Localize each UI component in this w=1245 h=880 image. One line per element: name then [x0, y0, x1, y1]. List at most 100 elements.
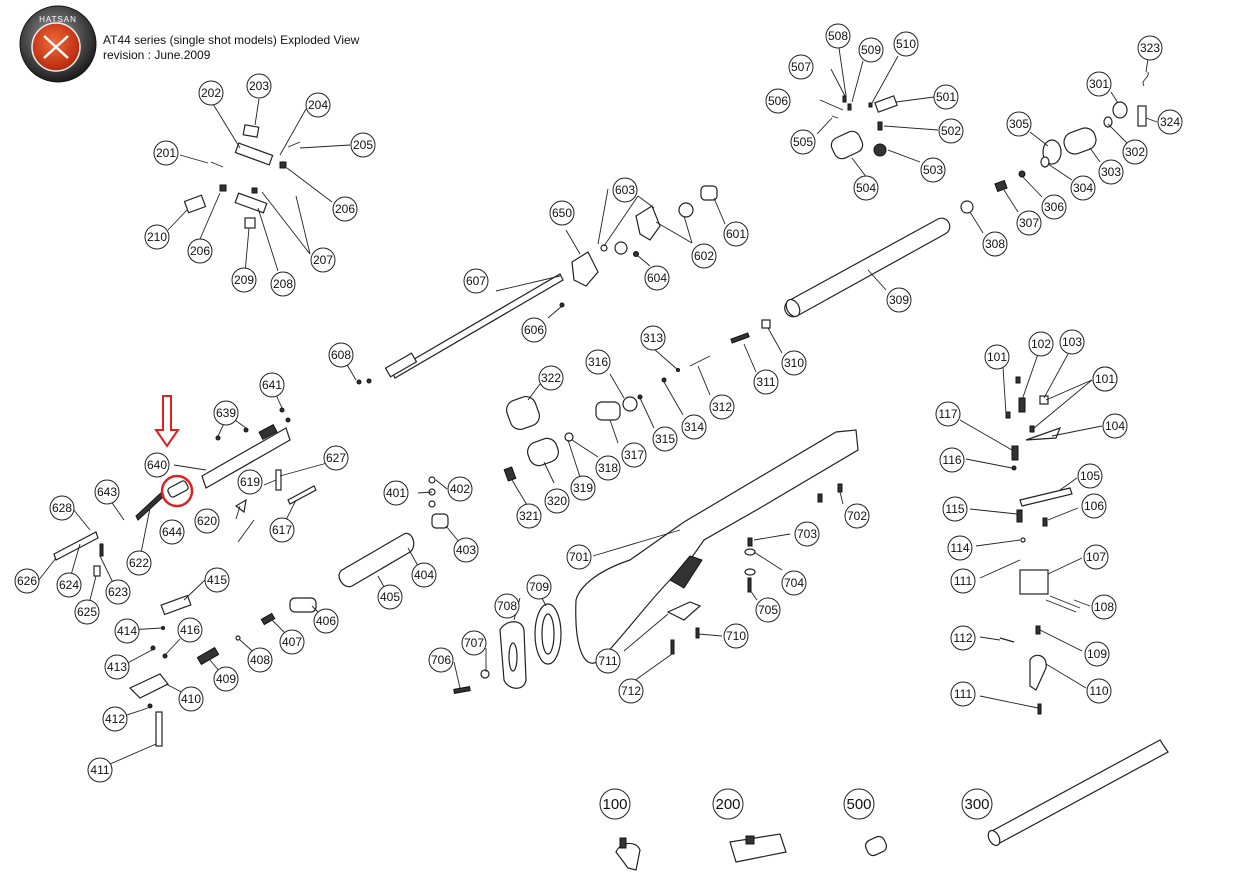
- part-number-label: 322: [541, 371, 561, 385]
- part-number-label: 409: [216, 672, 236, 686]
- part-number-label: 704: [784, 576, 804, 590]
- part-callout-415: 415: [204, 567, 230, 593]
- part-number-label: 112: [953, 631, 972, 645]
- callout-circle: [377, 584, 403, 610]
- part-number-label: 313: [643, 331, 663, 345]
- callout-circle: [712, 788, 744, 820]
- part-callout-413: 413: [104, 654, 130, 680]
- part-number-label: 114: [950, 541, 969, 555]
- part-callout-109: 109: [1084, 641, 1110, 667]
- part-number-label: 412: [105, 712, 125, 726]
- callout-circle: [521, 317, 547, 343]
- part-callout-312: 312: [709, 394, 735, 420]
- part-callout-405: 405: [377, 584, 403, 610]
- part-callout-640: 640: [144, 452, 170, 478]
- callout-circle: [328, 342, 354, 368]
- hatsan-logo: HATSAN: [19, 5, 97, 83]
- callout-circle: [755, 597, 781, 623]
- callout-circle: [723, 221, 749, 247]
- part-number-label: 706: [431, 653, 451, 667]
- callout-circle: [178, 686, 204, 712]
- part-callout-114: 114: [947, 535, 973, 561]
- part-number-label: 644: [162, 525, 182, 539]
- part-number-label: 110: [1089, 684, 1108, 698]
- part-number-label: 312: [712, 400, 732, 414]
- part-callout-323: 323: [1137, 35, 1163, 61]
- highlight-arrow-icon: [154, 395, 180, 448]
- part-callout-102: 102: [1028, 331, 1054, 357]
- part-number-label: 705: [758, 603, 778, 617]
- part-callout-403: 403: [453, 537, 479, 563]
- callout-circle: [781, 350, 807, 376]
- trigger-assembly-100-icon: [615, 837, 641, 871]
- assembly-callout-300: 300: [961, 788, 993, 820]
- part-callout-318: 318: [595, 455, 621, 481]
- callout-circle: [920, 157, 946, 183]
- part-number-label: 103: [1062, 335, 1082, 349]
- callout-circle: [1102, 413, 1128, 439]
- callout-circle: [938, 118, 964, 144]
- callout-circle: [538, 365, 564, 391]
- part-number-label: 304: [1073, 181, 1093, 195]
- part-callout-210: 210: [144, 224, 170, 250]
- part-callout-606: 606: [521, 317, 547, 343]
- part-number-label: 405: [380, 590, 400, 604]
- part-callout-111: 111: [950, 568, 976, 594]
- callout-circle: [950, 681, 976, 707]
- part-number-label: 208: [273, 277, 293, 291]
- callout-circle: [950, 568, 976, 594]
- callout-circle: [94, 479, 120, 505]
- callout-circle: [1041, 194, 1067, 220]
- part-number-label: 643: [97, 485, 117, 499]
- part-number-label: 303: [1101, 165, 1121, 179]
- part-callout-116: 116: [939, 447, 965, 473]
- part-number-label: 321: [519, 509, 539, 523]
- part-number-label: 111: [954, 687, 973, 701]
- part-number-label: 316: [588, 355, 608, 369]
- part-callout-112: 112: [950, 625, 976, 651]
- callout-circle: [204, 567, 230, 593]
- part-callout-314: 314: [681, 414, 707, 440]
- part-number-label: 401: [386, 486, 406, 500]
- part-callout-307: 307: [1016, 210, 1042, 236]
- callout-circle: [723, 623, 749, 649]
- part-callout-321: 321: [516, 503, 542, 529]
- part-callout-305: 305: [1006, 111, 1032, 137]
- part-callout-303: 303: [1098, 159, 1124, 185]
- callout-circle: [526, 574, 552, 600]
- callout-circle: [947, 535, 973, 561]
- part-callout-313: 313: [640, 325, 666, 351]
- rear-sight-assembly-icon: [183, 124, 301, 229]
- part-callout-708: 708: [494, 593, 520, 619]
- part-callout-309: 309: [886, 287, 912, 313]
- callout-circle: [383, 480, 409, 506]
- callout-circle: [494, 593, 520, 619]
- front-sight-assembly-500-icon: [864, 835, 888, 857]
- part-number-label: 619: [240, 475, 260, 489]
- part-number-label: 102: [1031, 337, 1051, 351]
- part-callout-324: 324: [1157, 109, 1183, 135]
- callout-circle: [781, 570, 807, 596]
- callout-circle: [1098, 159, 1124, 185]
- callout-circle: [231, 267, 257, 293]
- part-number-label: 406: [316, 614, 336, 628]
- part-callout-101: 101: [1092, 366, 1118, 392]
- part-number-label: 319: [573, 481, 593, 495]
- callout-circle: [1070, 175, 1096, 201]
- callout-circle: [549, 200, 575, 226]
- part-callout-608: 608: [328, 342, 354, 368]
- callout-circle: [788, 54, 814, 80]
- part-number-label: 402: [450, 482, 470, 496]
- part-callout-602: 602: [691, 243, 717, 269]
- part-number-label: 608: [331, 348, 351, 362]
- part-callout-204: 204: [305, 92, 331, 118]
- part-callout-105: 105: [1077, 463, 1103, 489]
- butt-pads-icon: [453, 603, 562, 694]
- assembly-callout-100: 100: [599, 788, 631, 820]
- part-number-label: 603: [615, 183, 635, 197]
- callout-circle: [49, 495, 75, 521]
- part-callout-408: 408: [247, 647, 273, 673]
- part-callout-104: 104: [1102, 413, 1128, 439]
- part-number-label: 710: [726, 629, 746, 643]
- part-callout-641: 641: [259, 372, 285, 398]
